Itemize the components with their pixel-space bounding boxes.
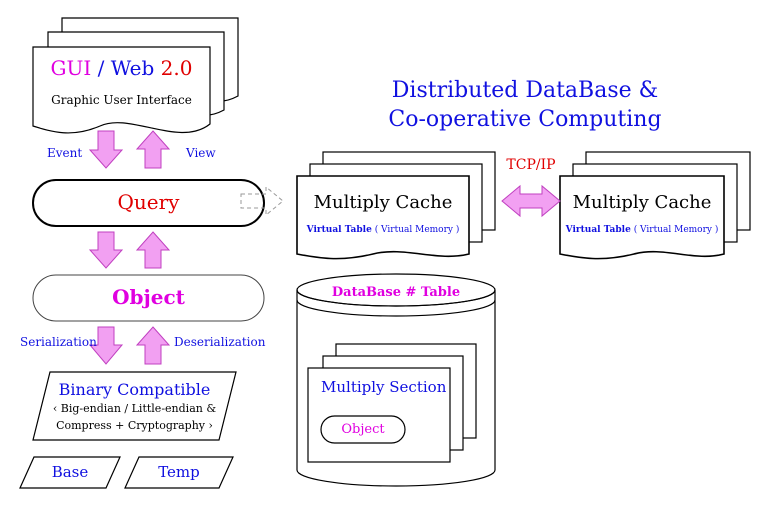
event-label: Event — [47, 146, 83, 160]
section-stack — [307, 343, 477, 463]
binary-line2: ‹ Big-endian / Little-endian & — [52, 402, 217, 415]
query-box — [32, 179, 265, 227]
object-pill — [320, 415, 406, 444]
cache-left-subtitle: Virtual Table ( Virtual Memory ) — [297, 225, 469, 235]
temp-label: Temp — [158, 463, 200, 481]
web-version: 2.0 — [160, 56, 193, 80]
database-title: DataBase # Table — [331, 285, 461, 300]
cache-right-subtitle: Virtual Table ( Virtual Memory ) — [560, 225, 724, 235]
base-label: Base — [51, 463, 89, 481]
object-box — [32, 274, 265, 322]
cache-left-stack — [296, 151, 496, 260]
cache-left-title: Multiply Cache — [313, 192, 453, 213]
tcpip-label: TCP/IP — [506, 157, 556, 173]
query-arrow-down — [88, 231, 124, 269]
serialize-arrow-down — [88, 326, 124, 365]
cache-right-stack — [559, 151, 751, 260]
cache-left-document — [296, 175, 470, 260]
event-arrow-down — [88, 130, 124, 169]
query-to-cache-arrow — [240, 185, 284, 217]
section-object-label: Object — [341, 422, 385, 437]
gui-slash: / — [91, 56, 111, 80]
object-label: Object — [112, 285, 185, 309]
distributed-heading-line1: Distributed DataBase & — [391, 78, 659, 103]
section-front — [307, 367, 451, 463]
gui-subtitle: Graphic User Interface — [51, 93, 192, 107]
cache-right-vt-detail: ( Virtual Memory ) — [630, 225, 719, 235]
binary-title: Binary Compatible — [58, 380, 211, 399]
query-label: Query — [117, 190, 180, 214]
distributed-heading-line2: Co-operative Computing — [388, 107, 662, 132]
serialization-label: Serialization — [20, 335, 97, 349]
cache-right-vt-label: Virtual Table — [565, 225, 631, 235]
query-arrow-up — [135, 231, 171, 269]
cache-right-document — [559, 175, 725, 260]
gui-label: GUI — [50, 56, 92, 80]
gui-document — [32, 46, 211, 134]
section-title: Multiply Section — [321, 378, 447, 396]
binary-line3: Compress + Cryptography › — [56, 419, 213, 432]
cache-left-vt-label: Virtual Table — [306, 225, 372, 235]
deserialize-arrow-up — [135, 326, 171, 365]
base-box — [19, 456, 121, 489]
flow-arrows — [88, 130, 171, 365]
view-label: View — [186, 146, 216, 160]
view-arrow-up — [135, 130, 171, 169]
binary-box — [32, 371, 237, 441]
deserialization-label: Deserialization — [174, 335, 266, 349]
cache-right-title: Multiply Cache — [572, 192, 712, 213]
web-label: Web — [110, 56, 161, 80]
tcpip-double-arrow — [501, 184, 561, 218]
cache-left-vt-detail: ( Virtual Memory ) — [371, 225, 460, 235]
gui-document-stack — [32, 17, 239, 134]
temp-box — [124, 456, 234, 489]
gui-title: GUI / Web 2.0 — [33, 56, 210, 80]
